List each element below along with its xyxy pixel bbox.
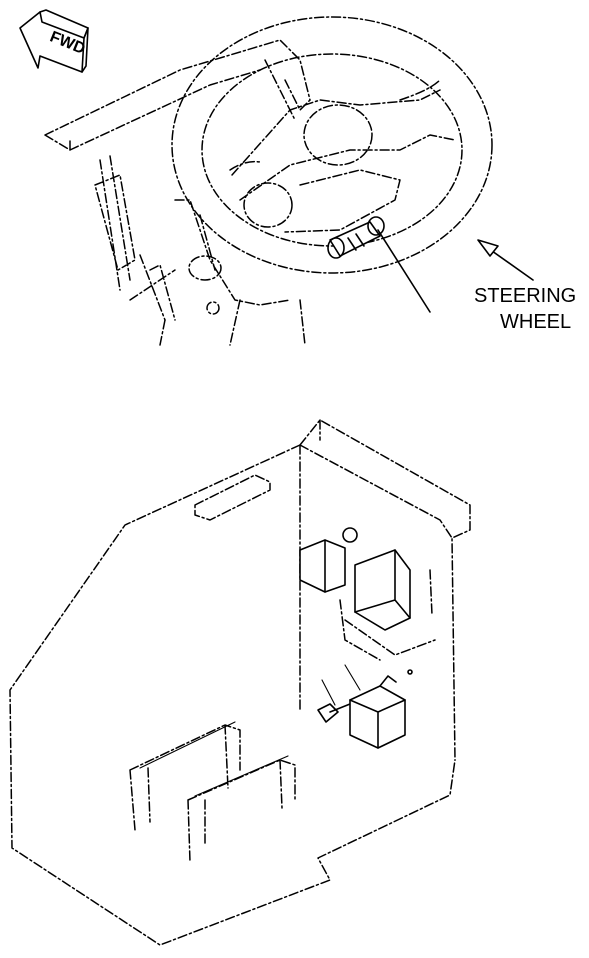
- callout-label-line1: STEERING: [474, 285, 576, 307]
- steering-column-view: STEERING WHEEL: [44, 16, 576, 346]
- steering-hub: [231, 89, 456, 233]
- relay-left: [299, 527, 358, 593]
- floor-bracket: [129, 724, 296, 863]
- callout-label-line2: WHEEL: [500, 311, 571, 333]
- fwd-badge: FWD: [19, 9, 89, 73]
- leader-line: [377, 229, 431, 313]
- dashboard-panel: [44, 39, 311, 151]
- forward-arrow-icon: [19, 11, 85, 73]
- relay-lower: [349, 669, 413, 749]
- column-switch: [327, 216, 385, 259]
- relay-upper: [354, 549, 411, 631]
- cab-floor-view: [9, 419, 471, 946]
- cab-floor: [9, 444, 456, 946]
- steering-wheel-rim: [171, 16, 493, 274]
- mounting-bolt: [317, 664, 361, 723]
